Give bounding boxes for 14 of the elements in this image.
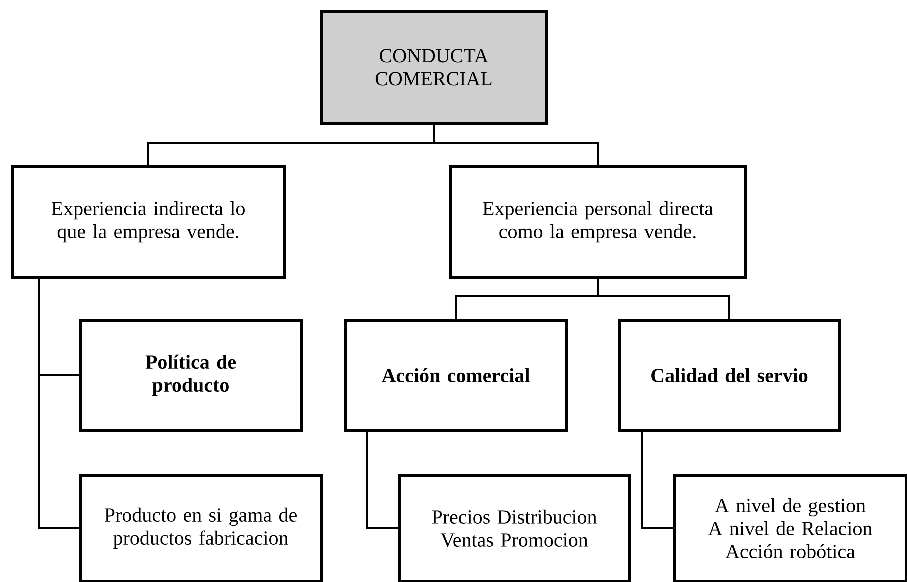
connector-line (641, 432, 673, 530)
title-box: CONDUCTA COMERCIAL (320, 10, 548, 125)
category-box: Experiencia indirecta lo que la empresa vende. (11, 165, 286, 279)
connector-line (366, 432, 398, 530)
subcategory-box: Calidad del servio (618, 319, 841, 432)
detail-box: Producto en si gama de productos fabricacion (79, 474, 323, 582)
detail-box: Precios Distribucion Ventas Promocion (398, 474, 631, 582)
connector-line (597, 279, 730, 319)
subcategory-box: Política de producto (79, 319, 303, 432)
connector-line (433, 125, 599, 165)
connector-line (38, 279, 79, 530)
subcategory-box: Acción comercial (344, 319, 568, 432)
detail-box: A nivel de gestion A nivel de Relacion Acción robótica (673, 474, 907, 582)
category-box: Experiencia personal directa como la empresa vende. (449, 165, 747, 279)
